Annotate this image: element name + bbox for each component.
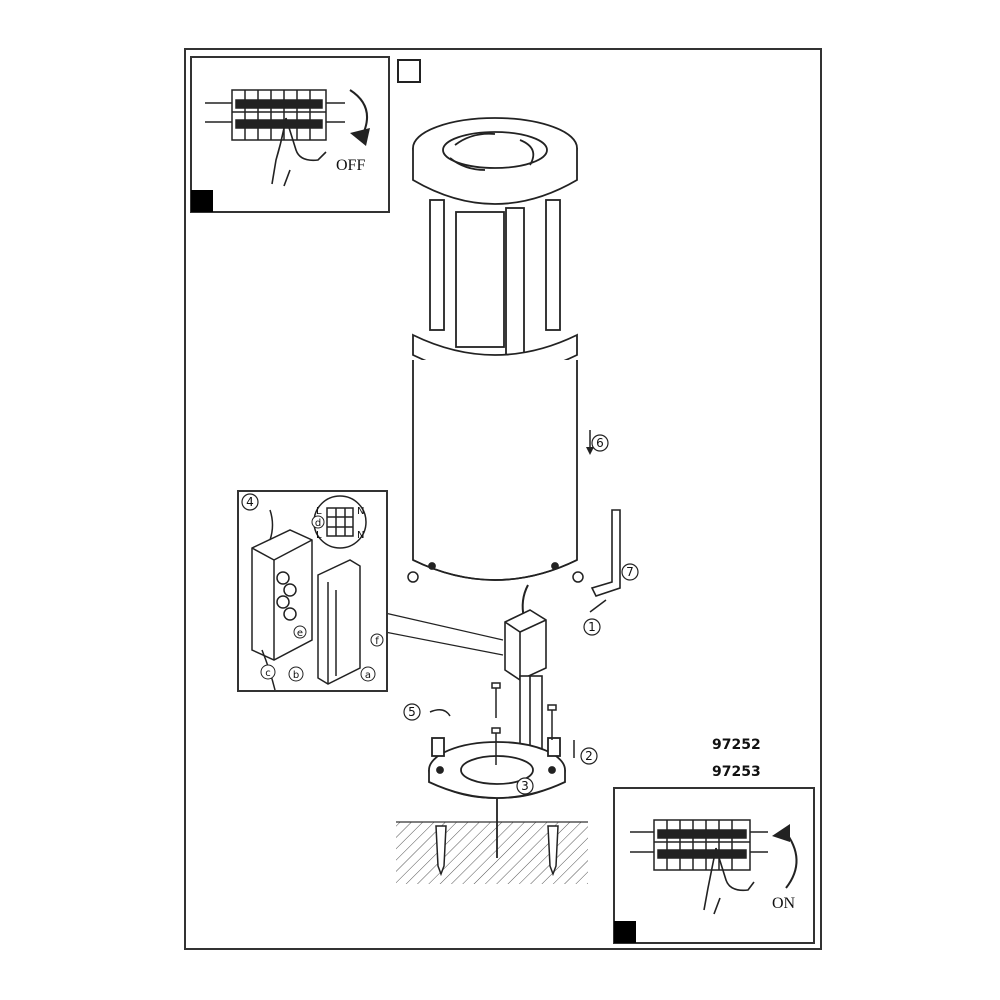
terminal-letter-l2: L — [316, 530, 322, 541]
box-letter-e: e — [297, 628, 303, 639]
terminal-letter-n1: N — [357, 506, 364, 517]
mounting-base-plate — [428, 737, 566, 799]
step-1: 1 — [588, 620, 596, 634]
allen-key-icon — [590, 509, 621, 597]
off-inset-panel: OFF — [190, 56, 390, 213]
step-5: 5 — [408, 705, 416, 719]
screw-icon — [491, 682, 557, 765]
on-inset-marker — [614, 921, 636, 943]
outer-frame — [184, 48, 822, 950]
off-inset-marker — [191, 190, 213, 212]
box-letter-d: d — [315, 518, 321, 529]
breaker-strip-icon — [630, 819, 768, 871]
hand-icon — [703, 847, 755, 915]
ground-section — [396, 798, 588, 884]
junction-box-inset: L N L N 4 a b c d e f — [237, 490, 388, 692]
box-letter-c: c — [265, 668, 271, 679]
step-4: 4 — [246, 495, 254, 509]
off-label: OFF — [336, 157, 365, 174]
on-inset-panel: ON — [613, 787, 815, 944]
box-letter-a: a — [365, 670, 371, 681]
led-driver — [504, 609, 547, 755]
screw-icon — [407, 571, 584, 583]
step-2: 2 — [585, 749, 593, 763]
corner-marker — [397, 59, 421, 83]
on-label: ON — [772, 895, 796, 912]
step-6: 6 — [596, 436, 604, 450]
terminal-letter-n2: N — [357, 530, 364, 541]
model-number-97253: 97253 — [712, 764, 761, 780]
bollard-lamp — [412, 117, 578, 581]
terminal-letter-l1: L — [316, 506, 322, 517]
box-letter-b: b — [293, 670, 299, 681]
step-3: 3 — [521, 779, 529, 793]
model-number-97252: 97252 — [712, 737, 761, 753]
hand-icon — [271, 117, 327, 187]
terminal-block-detail — [313, 495, 367, 549]
step-7: 7 — [626, 565, 634, 579]
breaker-strip-icon — [205, 89, 345, 141]
box-letter-f: f — [375, 636, 379, 647]
